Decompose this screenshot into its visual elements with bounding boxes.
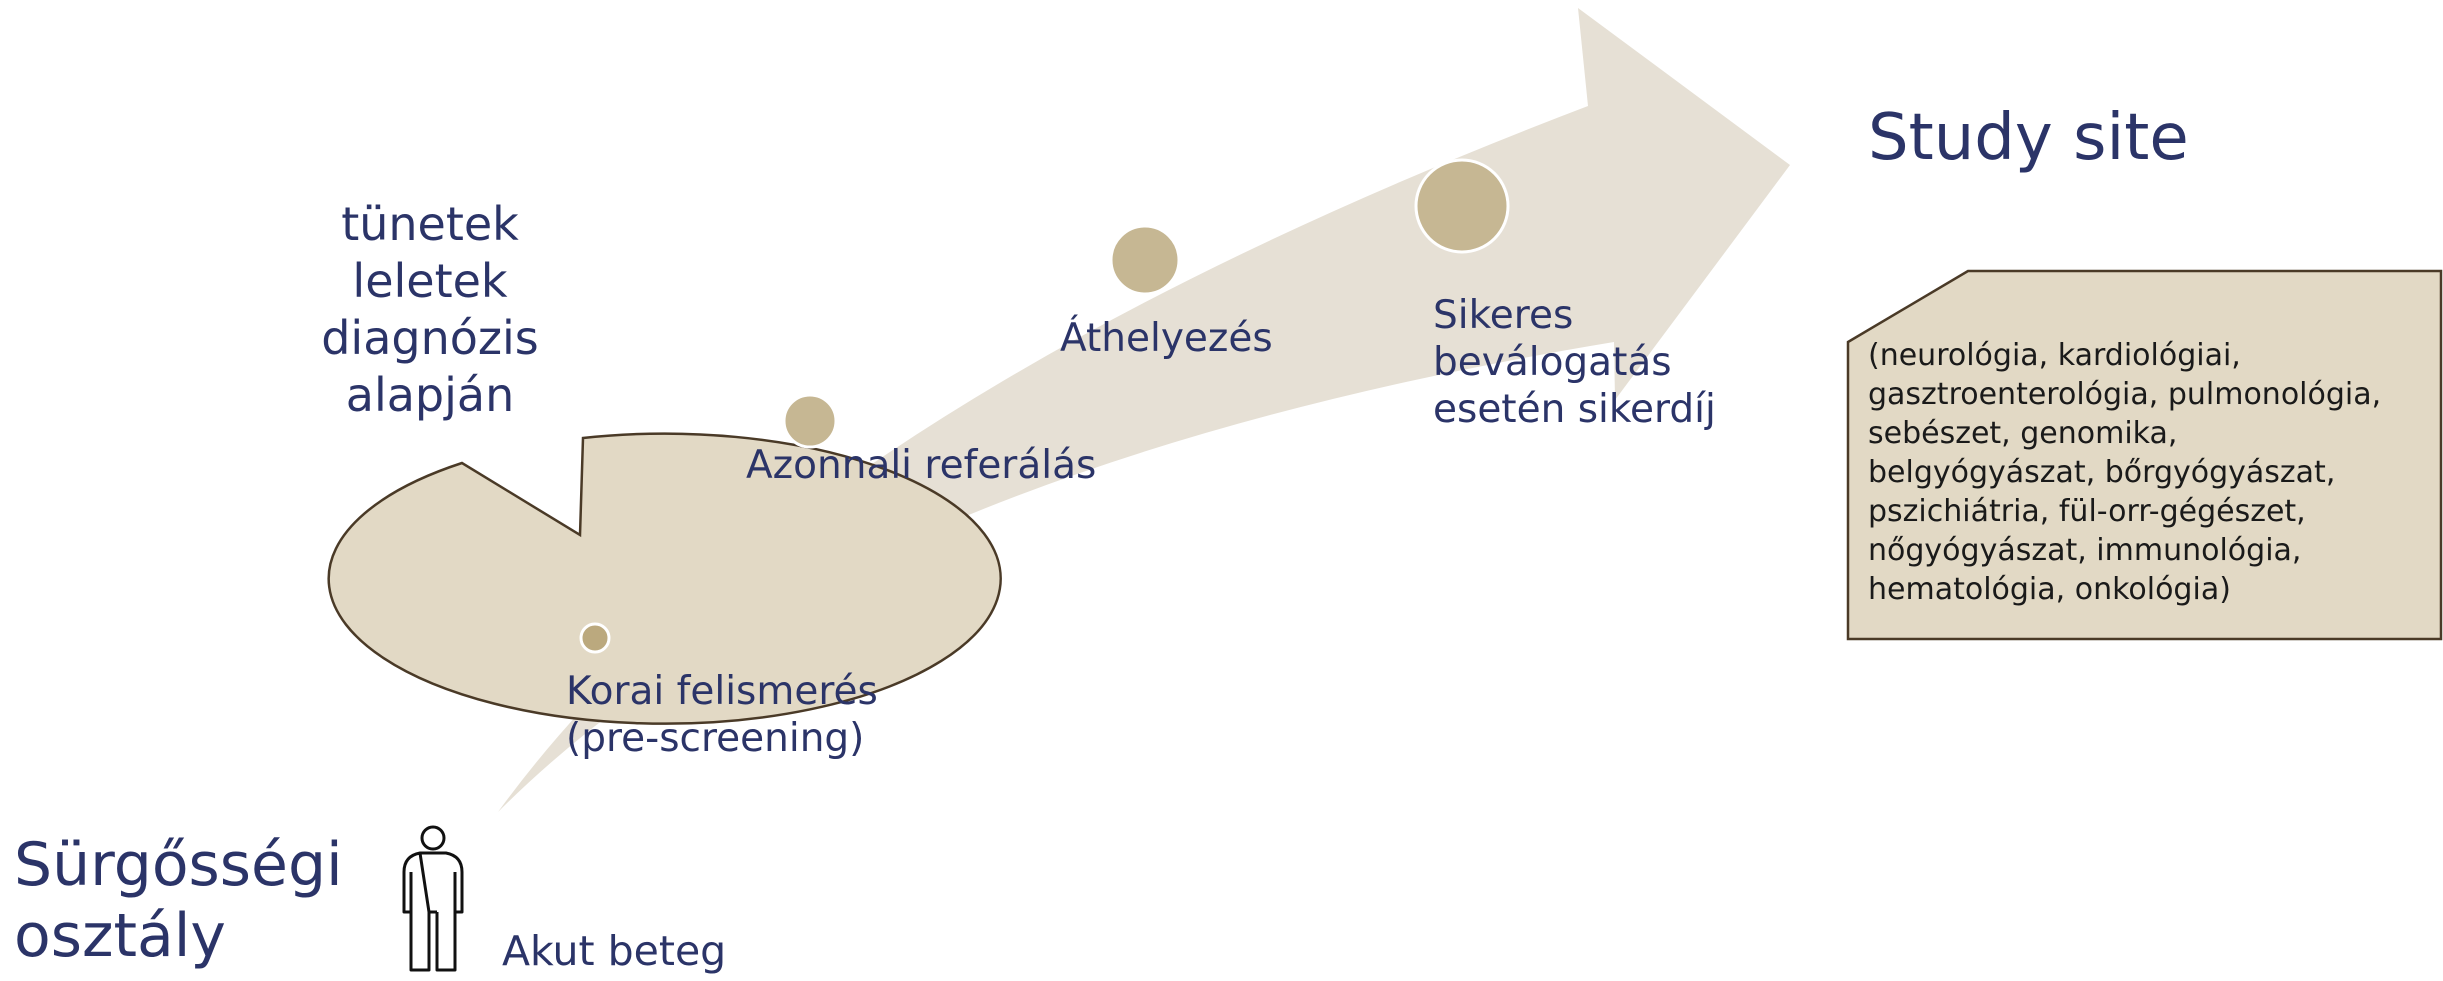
step-dot-3 bbox=[1109, 224, 1181, 296]
bubble-line: tünetek bbox=[341, 197, 519, 251]
step-label-referral: Azonnali referálás bbox=[746, 443, 1097, 488]
specialty-line: hematológia, onkológia) bbox=[1868, 572, 2231, 607]
step-dot-2 bbox=[782, 393, 838, 449]
step-label-prescreening: Korai felismerés (pre-screening) bbox=[566, 669, 878, 761]
specialty-line: sebészet, genomika, bbox=[1868, 416, 2178, 451]
specialty-line: gasztroenterológia, pulmonológia, bbox=[1868, 377, 2382, 412]
step-dot-1 bbox=[579, 622, 611, 654]
specialty-line: nőgyógyászat, immunológia, bbox=[1868, 533, 2302, 568]
bubble-line: diagnózis bbox=[321, 311, 539, 365]
acute-patient-label: Akut beteg bbox=[502, 927, 727, 975]
emergency-department-label: Sürgősségi osztály bbox=[14, 830, 343, 971]
specialty-line: (neurológia, kardiológiai, bbox=[1868, 338, 2241, 373]
speech-bubble-text: tünetek leletek diagnózis alapján bbox=[250, 196, 610, 424]
person-icon bbox=[402, 825, 464, 972]
step-label-transfer: Áthelyezés bbox=[1060, 316, 1273, 361]
bubble-line: alapján bbox=[345, 368, 515, 422]
specialties-list: (neurológia, kardiológiai, gasztroentero… bbox=[1868, 336, 2428, 609]
specialties-box-shape bbox=[1846, 269, 2443, 641]
study-site-title: Study site bbox=[1868, 101, 2189, 175]
bubble-line: leletek bbox=[352, 254, 508, 308]
step-dot-4 bbox=[1414, 158, 1510, 254]
specialty-line: belgyógyászat, bőrgyógyászat, bbox=[1868, 455, 2336, 490]
specialty-line: pszichiátria, fül-orr-gégészet, bbox=[1868, 494, 2306, 529]
speech-bubble-shape bbox=[327, 432, 1002, 725]
step-label-success-fee: Sikeres beválogatás esetén sikerdíj bbox=[1433, 293, 1716, 432]
